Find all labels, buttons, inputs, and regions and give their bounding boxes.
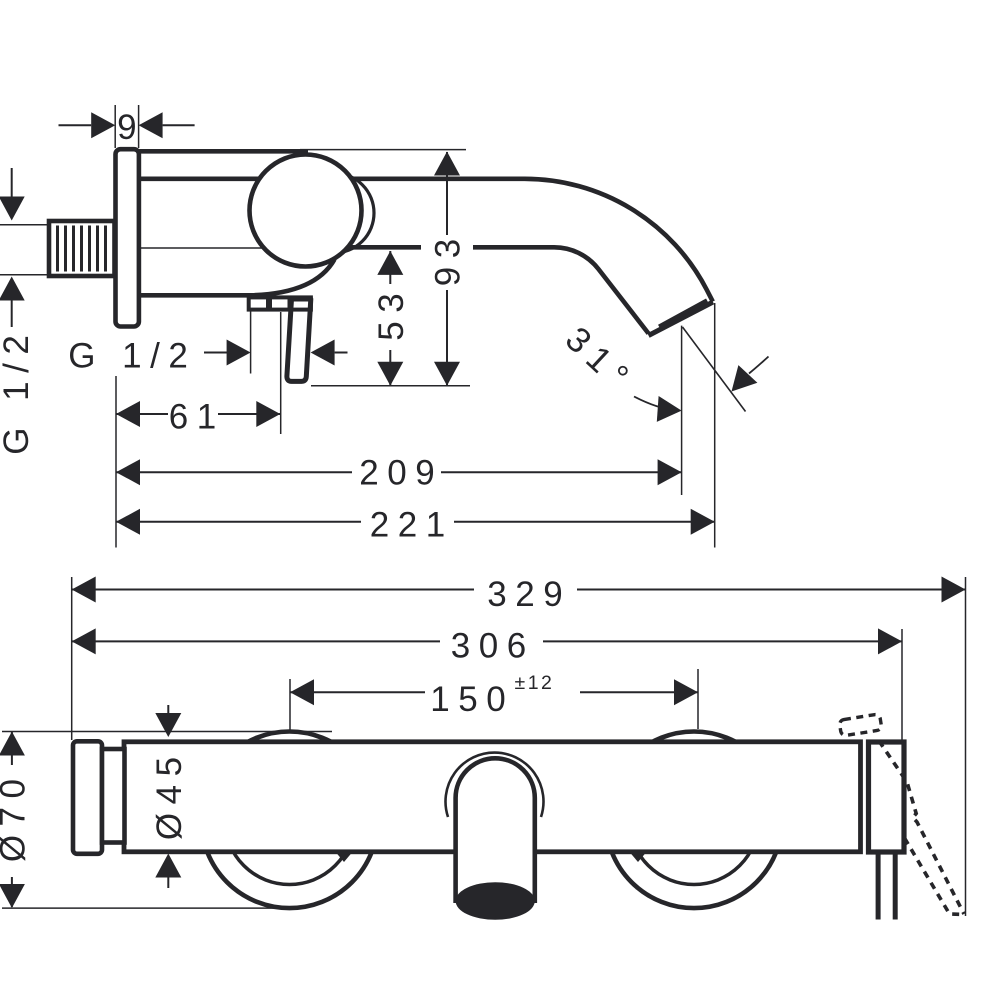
svg-text:93: 93 (429, 230, 468, 286)
svg-text:±12: ±12 (515, 672, 555, 694)
svg-text:329: 329 (487, 575, 571, 614)
svg-text:306: 306 (451, 627, 535, 666)
svg-text:150: 150 (430, 680, 514, 719)
svg-text:Ø70: Ø70 (0, 771, 32, 863)
svg-text:9: 9 (117, 108, 145, 147)
svg-text:53: 53 (372, 285, 411, 341)
svg-text:221: 221 (370, 505, 454, 544)
svg-text:61: 61 (169, 398, 225, 437)
svg-text:Ø45: Ø45 (150, 748, 189, 840)
svg-text:G 1/2: G 1/2 (0, 327, 36, 455)
svg-text:209: 209 (359, 453, 443, 492)
svg-text:G 1/2: G 1/2 (68, 336, 196, 375)
